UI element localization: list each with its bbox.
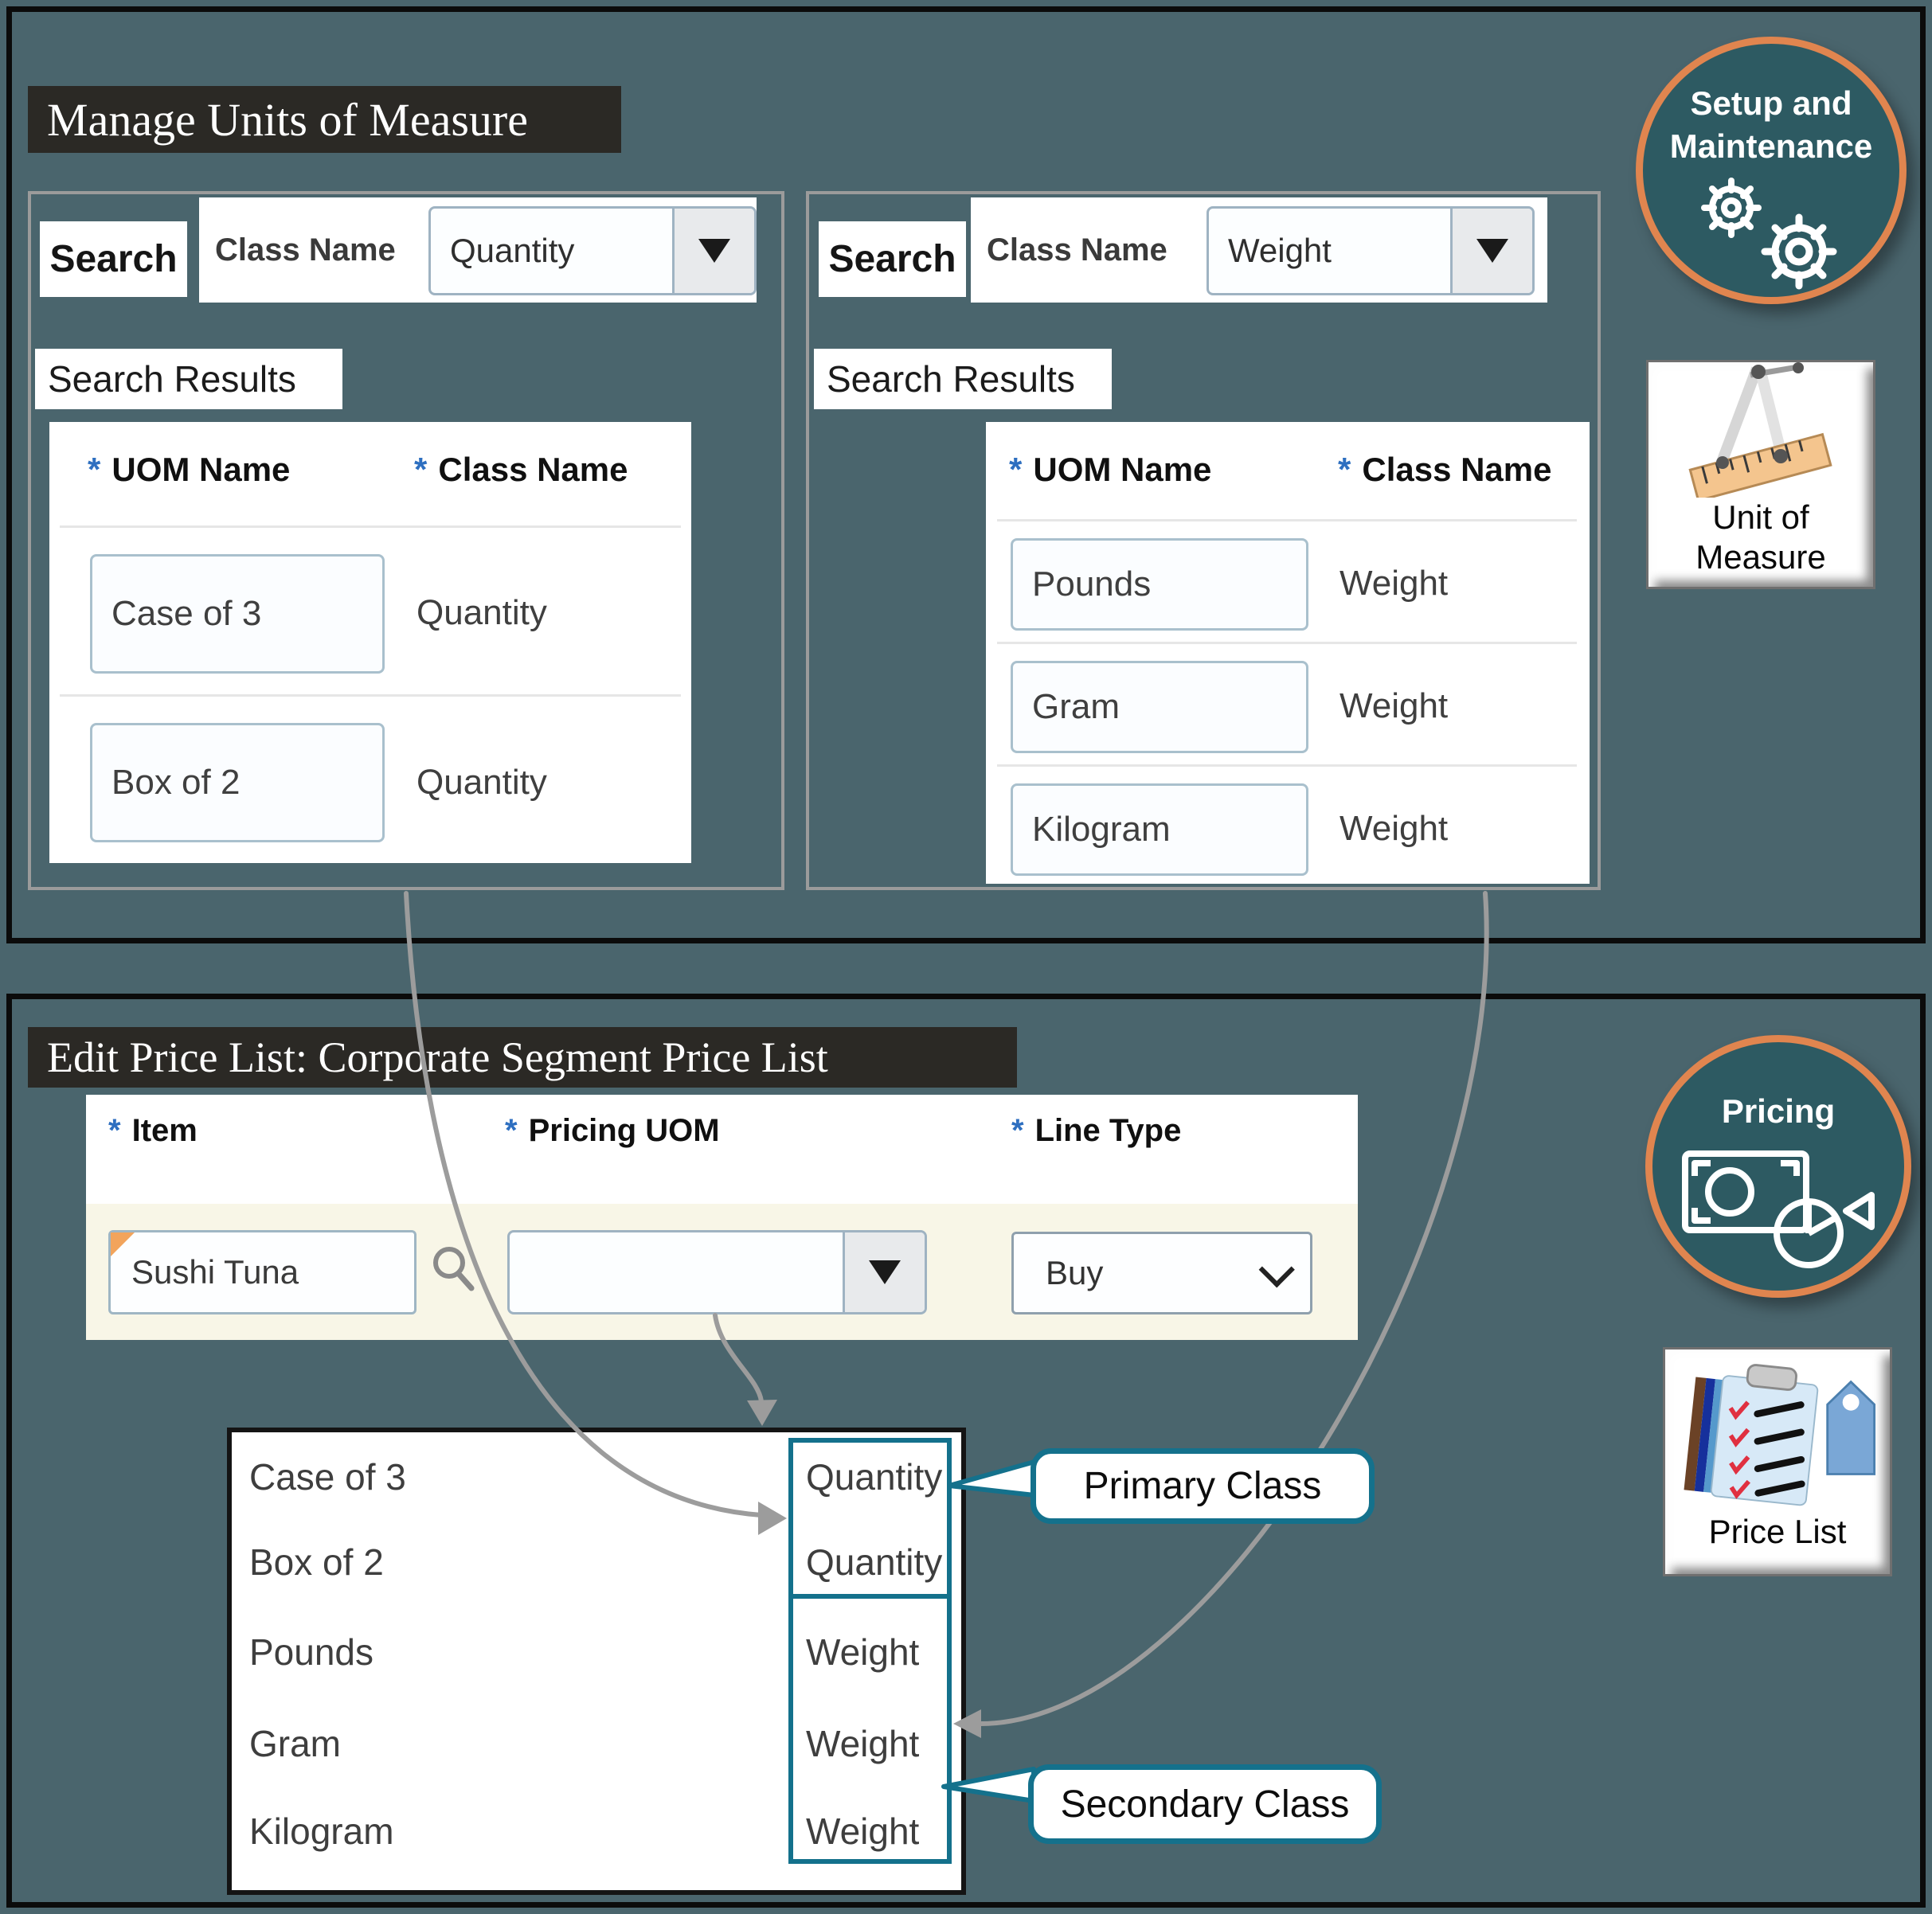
uom-name-header: *UOM Name	[1009, 451, 1212, 488]
uom-name-input[interactable]: Box of 2	[90, 723, 385, 842]
search-results-label: Search Results	[35, 349, 342, 409]
class-name-select-weight[interactable]: Weight	[1207, 206, 1535, 295]
bottom-section-frame	[6, 994, 1926, 1908]
class-name-cell: Quantity	[417, 763, 547, 802]
pricing-icon[interactable]: Pricing	[1645, 1035, 1911, 1298]
uom-name-input[interactable]: Kilogram	[1011, 783, 1308, 876]
page-title-edit-price-list: Edit Price List: Corporate Segment Price…	[28, 1027, 1017, 1088]
uom-name-input[interactable]: Pounds	[1011, 538, 1308, 631]
price-list-icon[interactable]: Price List	[1663, 1347, 1892, 1576]
unit-of-measure-icon[interactable]: Unit of Measure	[1646, 360, 1875, 589]
class-name-header: *Class Name	[414, 451, 628, 488]
caliper-ruler-icon	[1688, 362, 1832, 498]
quantity-search-panel	[28, 191, 784, 890]
uom-option-class: Quantity	[806, 1541, 943, 1583]
secondary-class-callout: Secondary Class	[1028, 1764, 1382, 1844]
class-name-cell: Weight	[1339, 686, 1449, 725]
line-type-label: *Line Type	[1011, 1113, 1182, 1148]
setup-and-maintenance-icon[interactable]: Setup and Maintenance	[1636, 37, 1907, 304]
required-asterisk: *	[88, 451, 101, 488]
caret-down-icon	[1476, 239, 1508, 263]
class-name-cell: Quantity	[417, 593, 547, 632]
setup-and-maintenance-label: Setup and Maintenance	[1669, 84, 1873, 165]
line-type-select[interactable]: Buy	[1011, 1232, 1312, 1314]
search-icon[interactable]	[427, 1242, 483, 1298]
required-asterisk: *	[108, 1113, 121, 1148]
uom-option[interactable]: Box of 2	[249, 1541, 384, 1583]
required-asterisk: *	[505, 1113, 518, 1148]
chevron-down-icon	[1258, 1252, 1295, 1288]
uom-option-class: Weight	[806, 1723, 920, 1764]
search-section-label: Search	[40, 221, 187, 297]
item-input[interactable]: Sushi Tuna	[108, 1230, 417, 1314]
class-name-cell: Weight	[1339, 564, 1449, 603]
uom-option-class: Weight	[806, 1631, 920, 1673]
price-list-form-header	[86, 1095, 1358, 1204]
uom-name-input[interactable]: Gram	[1011, 661, 1308, 753]
uom-option[interactable]: Kilogram	[249, 1810, 394, 1852]
pricing-uom-select[interactable]	[507, 1230, 927, 1314]
required-asterisk: *	[414, 451, 428, 488]
uom-option[interactable]: Case of 3	[249, 1456, 406, 1498]
class-name-label: Class Name	[215, 232, 396, 268]
row-divider	[997, 642, 1577, 644]
pricing-label: Pricing	[1721, 1092, 1836, 1130]
class-name-selected-value: Weight	[1228, 232, 1332, 269]
primary-class-callout: Primary Class	[1031, 1448, 1375, 1524]
price-list-label: Price List	[1708, 1513, 1847, 1550]
clipboard-tag-icon	[1684, 1364, 1876, 1506]
uom-option-class: Weight	[806, 1810, 920, 1852]
uom-option[interactable]: Gram	[249, 1723, 341, 1764]
page-title-manage-uom: Manage Units of Measure	[28, 86, 621, 153]
pricing-uom-selected-value	[510, 1232, 843, 1312]
required-asterisk: *	[1011, 1113, 1024, 1148]
uom-name-input[interactable]: Case of 3	[90, 554, 385, 674]
row-divider	[60, 525, 681, 528]
unit-of-measure-label: Unit of Measure	[1695, 498, 1826, 576]
dropdown-arrow-button[interactable]	[1450, 209, 1532, 293]
secondary-class-group-box	[788, 1594, 952, 1864]
caret-down-icon	[698, 239, 730, 263]
money-pie-icon	[1682, 1150, 1875, 1268]
row-divider	[997, 519, 1577, 521]
required-asterisk: *	[1009, 451, 1023, 488]
class-name-label: Class Name	[987, 232, 1167, 268]
uom-name-header: *UOM Name	[88, 451, 291, 488]
search-results-label: Search Results	[814, 349, 1112, 409]
row-divider	[60, 694, 681, 697]
class-name-select-quantity[interactable]: Quantity	[428, 206, 757, 295]
uom-option[interactable]: Pounds	[249, 1631, 374, 1673]
caret-down-icon	[869, 1260, 901, 1284]
pricing-uom-label: *Pricing UOM	[505, 1113, 720, 1148]
item-label: *Item	[108, 1113, 198, 1148]
dropdown-arrow-button[interactable]	[672, 209, 754, 293]
weight-search-panel	[806, 191, 1601, 890]
class-name-cell: Weight	[1339, 809, 1449, 848]
row-divider	[997, 764, 1577, 767]
class-name-header: *Class Name	[1338, 451, 1552, 488]
uom-option-class: Quantity	[806, 1456, 943, 1498]
required-asterisk: *	[1338, 451, 1351, 488]
dropdown-arrow-button[interactable]	[843, 1232, 925, 1312]
search-section-label: Search	[819, 221, 966, 297]
top-section-frame	[6, 6, 1926, 943]
class-name-selected-value: Quantity	[450, 232, 575, 269]
gears-icon	[1701, 178, 1837, 290]
